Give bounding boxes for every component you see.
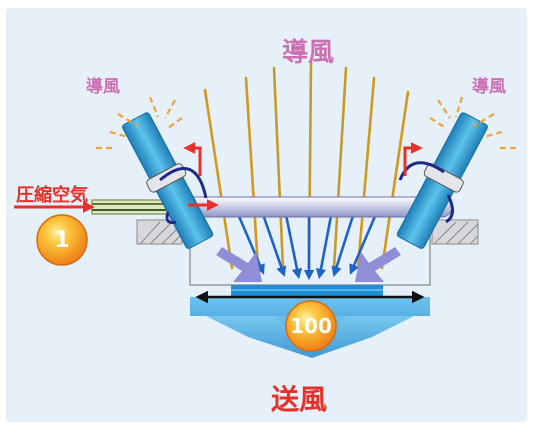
left-nozzle: [122, 112, 219, 249]
compressed-air-label: 圧縮空気: [16, 185, 88, 206]
induced-air-label-right: 導風: [472, 77, 506, 97]
input-ratio-value: 1: [54, 227, 70, 253]
induced-air-label-center: 導風: [282, 38, 335, 68]
input-ratio-badge: [36, 214, 88, 266]
output-ratio-badge: [285, 300, 337, 352]
suction-arrows: [216, 247, 401, 282]
induced-air-streams: [203, 60, 410, 270]
output-air-label: 送風: [271, 383, 328, 416]
right-nozzle: [396, 112, 488, 249]
induced-rays-left: [96, 96, 183, 150]
induced-air-label-left: 導風: [86, 77, 120, 97]
induced-rays-right: [429, 96, 516, 150]
mount-right: [431, 219, 479, 245]
output-ratio-value: 100: [290, 314, 332, 338]
